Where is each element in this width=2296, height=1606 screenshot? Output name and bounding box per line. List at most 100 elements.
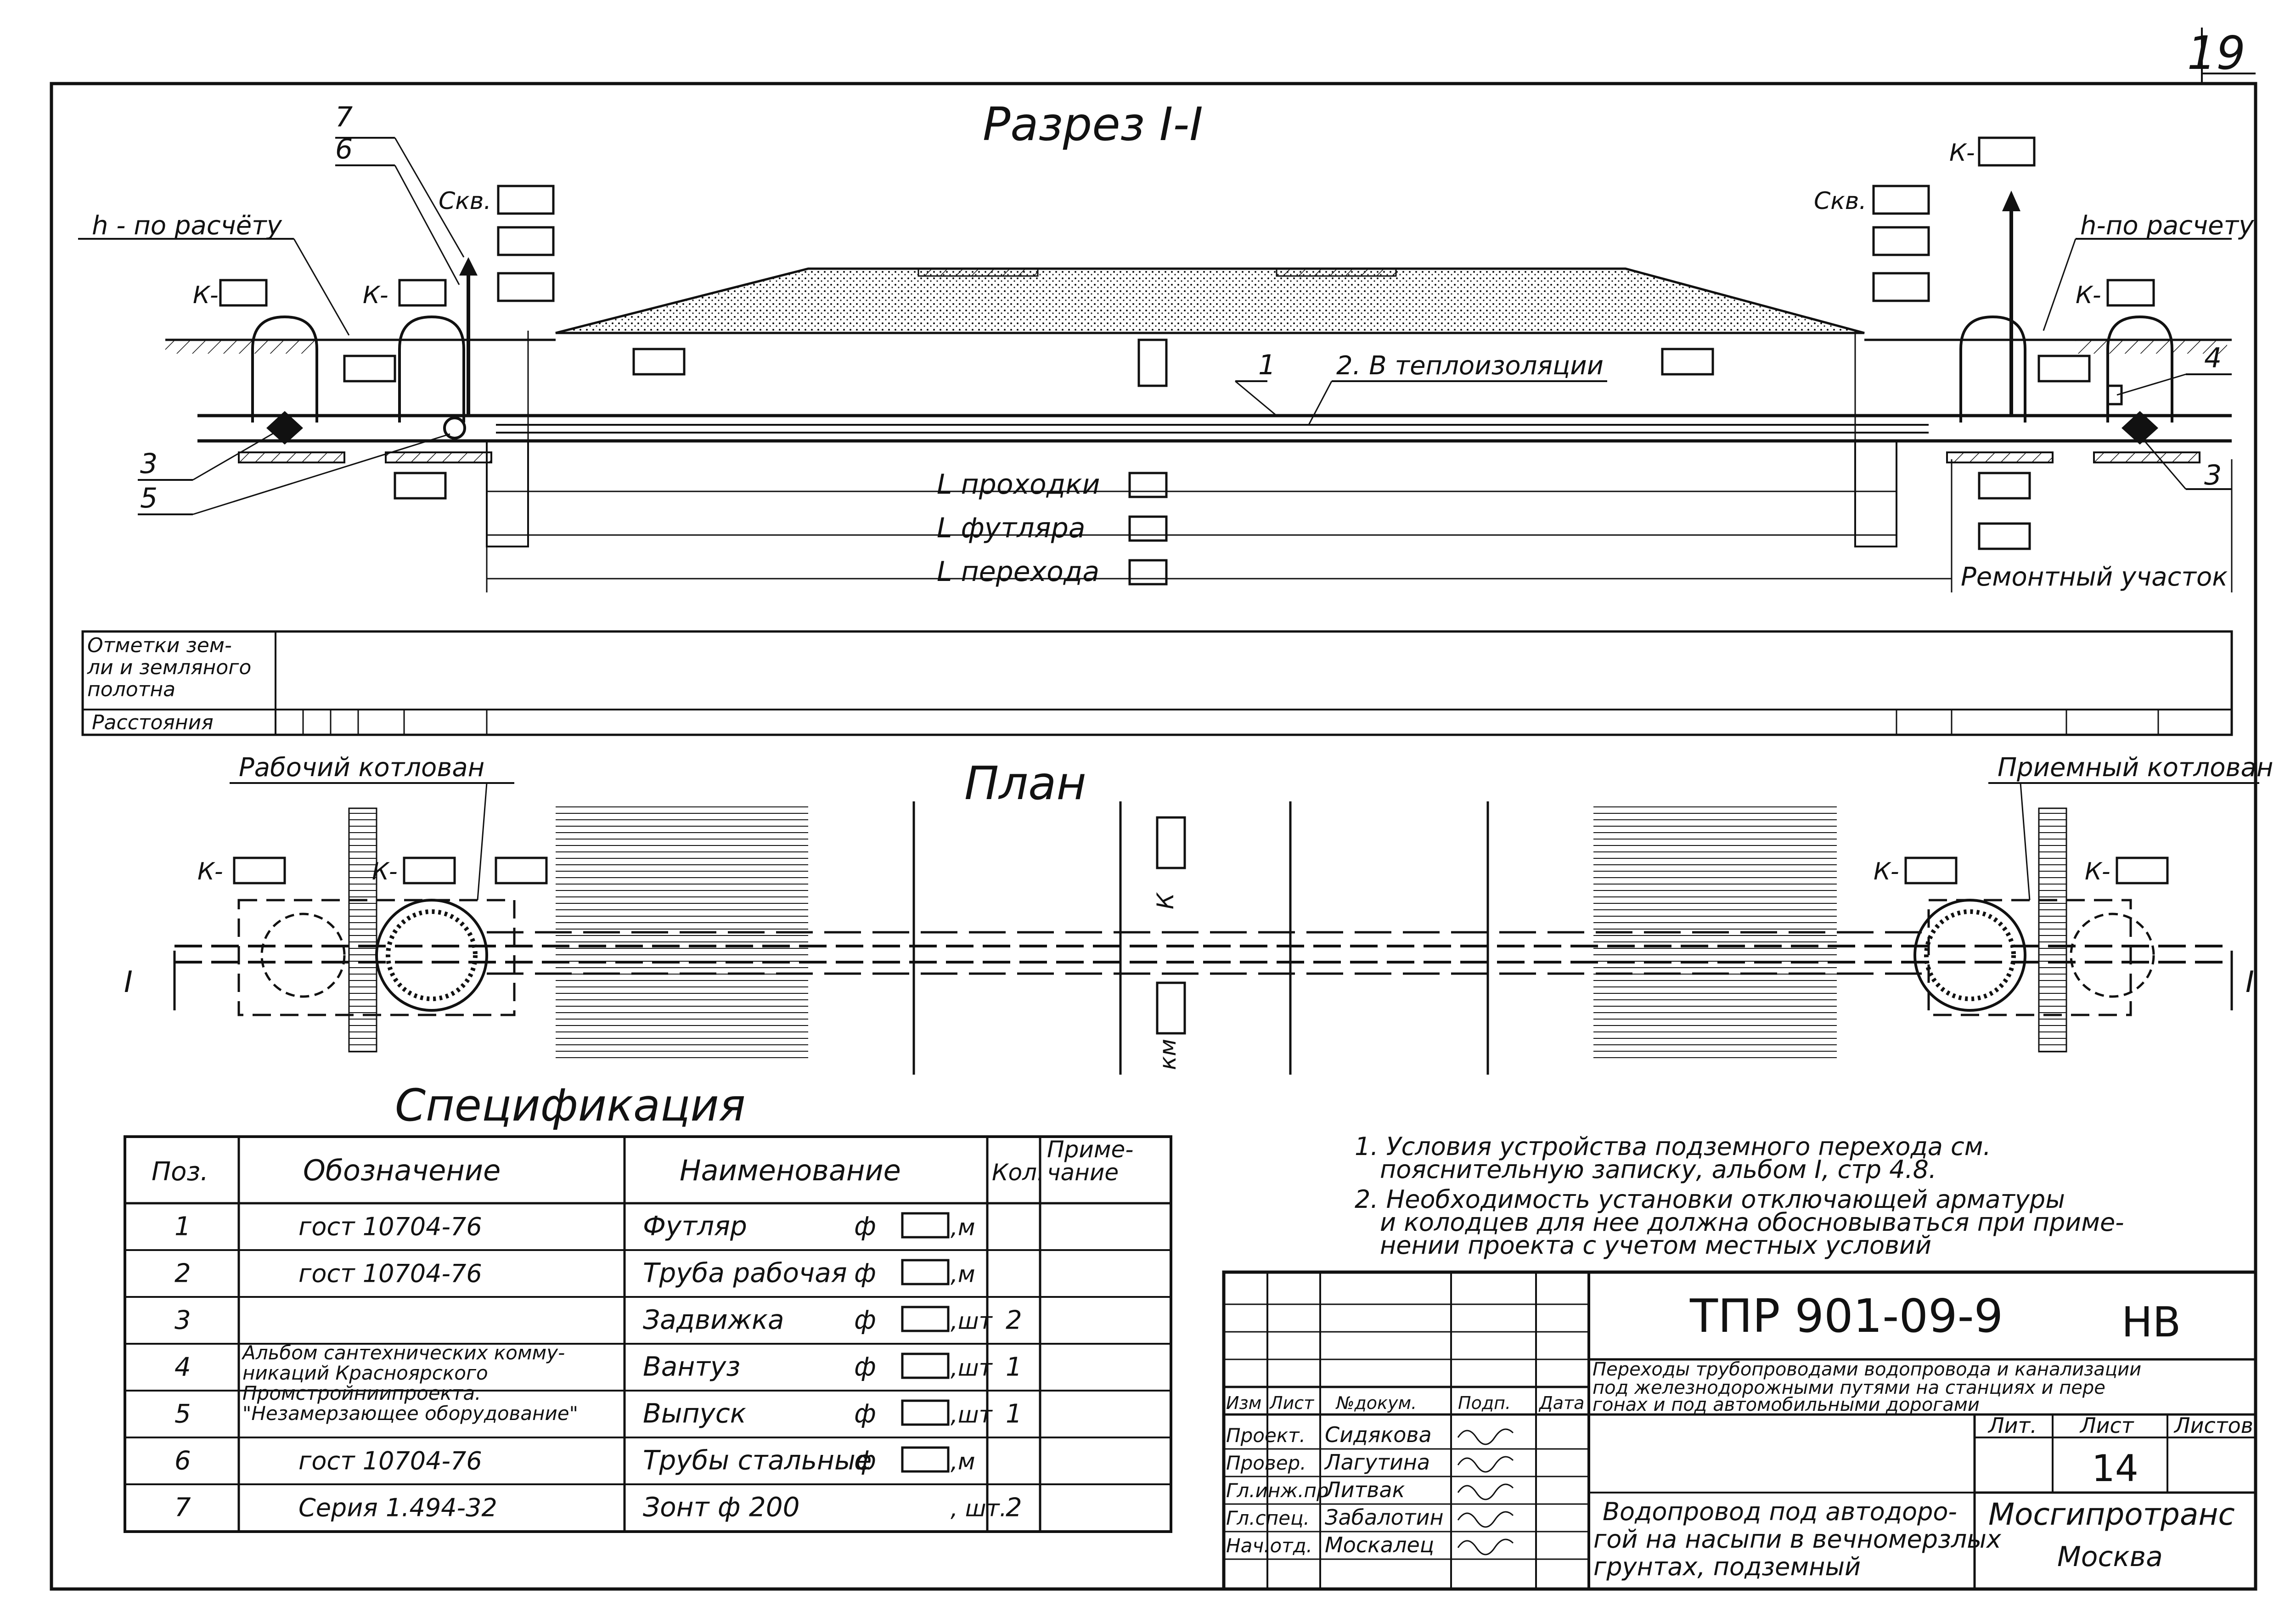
vent-cap-icon-left	[459, 257, 478, 276]
spec-row-phi: ф	[854, 1446, 876, 1476]
measure-ruler-right	[2038, 807, 2067, 1053]
plan-k-left-1: К-	[197, 858, 223, 885]
well-base-right-2	[2093, 451, 2200, 463]
value-box-well-right	[2037, 355, 2091, 383]
value-box-prohodki	[1128, 472, 1168, 498]
plan-k-right-2: К-	[2085, 858, 2110, 885]
tb-mark: НВ	[2122, 1298, 2181, 1347]
value-box-well-left	[343, 355, 396, 383]
spec-header-pos: Поз.	[152, 1157, 208, 1187]
callout-3r-leader	[2144, 440, 2187, 490]
spec-row-qty: 2	[1006, 1305, 1022, 1335]
plan-embankment-left	[556, 801, 808, 1059]
plan-kappa-label: К	[1152, 892, 1179, 909]
specification-table: Спецификация Поз. Обозначение Наименован…	[124, 1080, 1172, 1533]
pipe-2-label: 2. В теплоизоляции	[1336, 351, 1604, 381]
spec-row-code: Серия 1.494-32	[298, 1493, 497, 1522]
spec-row-phi: ф	[854, 1212, 876, 1241]
value-box-k-right	[2106, 279, 2155, 307]
plan-outlet-well-left-rim	[386, 909, 478, 1001]
spec-row-phi: ф	[854, 1305, 876, 1335]
sheet-number: 19	[2187, 26, 2245, 80]
outlet-well-left	[398, 315, 465, 423]
spec-row-qty: 1	[1006, 1399, 1022, 1429]
plan-k-right-1: К-	[1874, 858, 1899, 885]
spec-row-unit: ,м	[951, 1448, 975, 1475]
embankment	[555, 267, 1865, 334]
profile-row1-line1: Отметки зем-	[87, 634, 232, 657]
tb-org: Мосгипротранс	[1988, 1497, 2235, 1532]
plan-k-box-right-1	[1904, 857, 1958, 885]
tb-subject-2: гой на насыпи в вечномерзлых	[1593, 1525, 2002, 1554]
callout-4-number: 4	[2204, 342, 2222, 374]
ground-hatch-right	[2076, 340, 2227, 354]
tb-role: Провер.	[1226, 1452, 1306, 1474]
h-left-leader	[293, 238, 350, 336]
value-box-base-right	[1978, 472, 2031, 500]
value-box-k-left-1	[219, 279, 268, 307]
tb-sheet-label: Лист	[2079, 1413, 2134, 1438]
section-marker-left: I	[124, 965, 133, 999]
spec-row-unit: ,м	[951, 1214, 975, 1240]
h-right-label: h-по расчету	[2080, 211, 2254, 241]
spec-row-phi: ф	[854, 1352, 876, 1382]
repair-label: Ремонтный участок	[1961, 562, 2228, 592]
value-box-futlyara	[1128, 515, 1168, 542]
profile-row2-label: Расстояния	[92, 711, 214, 734]
spec-row-pos: 3	[174, 1305, 191, 1335]
valve-well-right	[2106, 315, 2173, 423]
plan-outlet-well-right	[1913, 899, 2026, 1012]
callout-3-number: 3	[140, 448, 158, 480]
spec-row-qty: 1	[1006, 1352, 1022, 1382]
spec-row-pos: 7	[174, 1493, 191, 1522]
spec-row-name: Зонт ф 200	[643, 1491, 800, 1522]
spec-header-qty: Кол.	[992, 1159, 1044, 1186]
callout-7-leader	[394, 137, 465, 258]
h-left-label: h - по расчёту	[92, 211, 282, 241]
plan-km-box	[1156, 981, 1186, 1035]
sheet-frame	[50, 82, 2257, 1591]
value-box-k-left-2	[398, 279, 447, 307]
plan-embankment-right	[1593, 801, 1837, 1059]
valve-well-left	[251, 315, 318, 423]
spec-row-unit: , шт.	[951, 1495, 1007, 1521]
spec-row-unit: ,м	[951, 1261, 975, 1287]
tb-role: Проект.	[1226, 1424, 1306, 1447]
receiving-pit-leader	[2020, 783, 2031, 901]
callout-2-leader	[1308, 381, 1333, 425]
section-title: Разрез I-I	[983, 97, 1203, 151]
road-surface-left	[917, 268, 1039, 277]
ground-hatch-left	[165, 340, 317, 354]
note-line-4: и колодцев для нее должна обосновываться…	[1380, 1208, 2124, 1237]
signature-mark	[1457, 1511, 1514, 1528]
plan-valve-well-right	[2070, 913, 2155, 998]
vent-cap-icon-right	[2002, 191, 2020, 211]
well-base-left-2	[385, 451, 492, 463]
air-valve-icon	[2106, 384, 2123, 406]
spec-row-code: гост 10704-76	[298, 1212, 482, 1241]
profile-row1-line2: ли и земляного	[87, 656, 251, 679]
well-base-right-1	[1946, 451, 2054, 463]
notes: 1. Условия устройства подземного переход…	[1355, 1132, 2124, 1260]
callout-3-leader	[192, 428, 281, 481]
tb-desc-1: Переходы трубопроводами водопровода и ка…	[1593, 1359, 2141, 1380]
spec-row-code: гост 10704-76	[298, 1446, 482, 1475]
plan-title: План	[964, 756, 1086, 810]
outlet-well-right	[1959, 315, 2026, 423]
spec-row-diameter-box	[901, 1259, 950, 1285]
working-pit-leader	[477, 783, 488, 901]
h-right-leader	[2043, 238, 2077, 331]
k-left-2-label: К-	[363, 282, 388, 309]
callout-6-leader	[394, 165, 460, 285]
callout-4-leader	[2116, 373, 2186, 396]
spec-row-pos: 2	[174, 1258, 191, 1288]
tb-code: ТПР 901-09-9	[1689, 1289, 2003, 1343]
callout-5-number: 5	[140, 482, 158, 514]
note-line-3: 2. Необходимость установки отключающей а…	[1355, 1185, 2065, 1214]
spec-row-qty: 2	[1006, 1493, 1022, 1522]
note-line-5: нении проекта с учетом местных условий	[1380, 1231, 1931, 1260]
callout-7-number: 7	[335, 101, 353, 133]
value-box-k-vent	[1978, 136, 2036, 167]
k-vent-label: К-	[1949, 139, 1975, 167]
l-perehoda-label: L перехода	[937, 556, 1099, 588]
